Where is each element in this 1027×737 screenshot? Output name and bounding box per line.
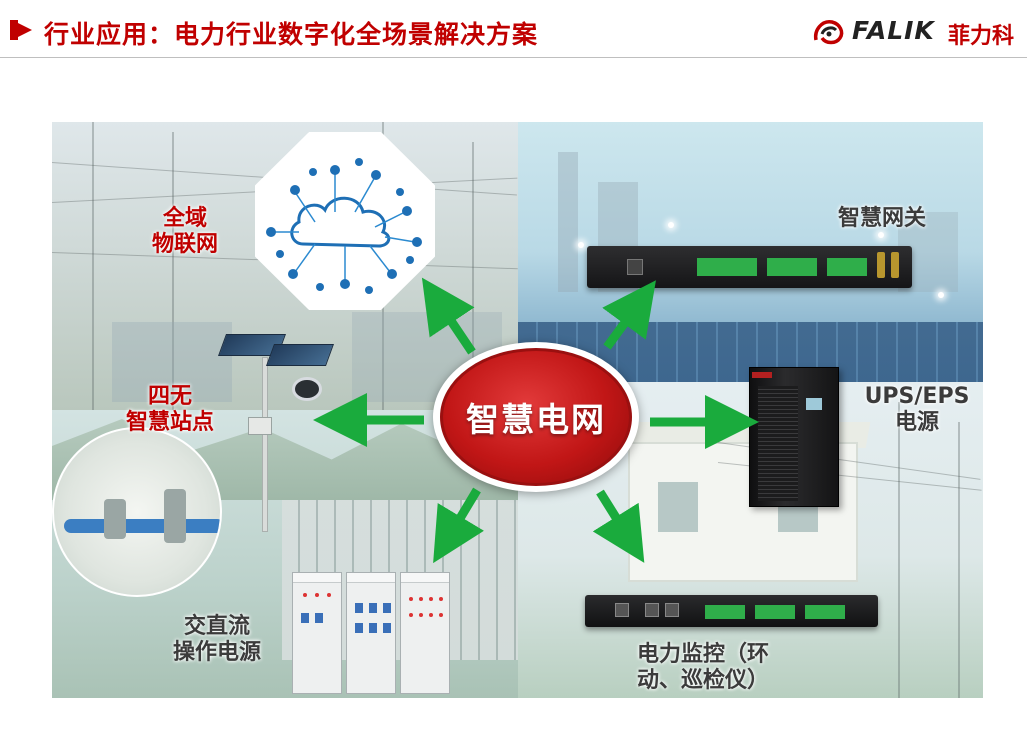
logo-wordmark: FALIK bbox=[852, 16, 935, 45]
header-divider bbox=[0, 57, 1027, 58]
cloud-icon bbox=[266, 158, 422, 294]
smart-grid-scene: 智慧电网 全域 物联网 四无 智慧站点 交直流 操作电源 智慧网关 UPS/EP… bbox=[52, 122, 983, 698]
smart-gateway-device bbox=[587, 246, 912, 288]
power-cabinet bbox=[346, 572, 396, 694]
center-node bbox=[440, 348, 632, 486]
power-cabinet bbox=[400, 572, 450, 694]
title-marker-arrow bbox=[12, 20, 32, 40]
control-box bbox=[248, 417, 272, 435]
label-iot: 全域 物联网 bbox=[151, 206, 218, 258]
camera-icon bbox=[292, 377, 322, 401]
iot-cloud-graphic bbox=[255, 132, 435, 310]
brand-logo: FALIK 菲力科 bbox=[812, 14, 1022, 49]
camera-pole bbox=[262, 357, 268, 532]
label-gateway: 智慧网关 bbox=[837, 206, 926, 231]
ups-cabinet-device bbox=[749, 367, 839, 507]
page-header: 行业应用：电力行业数字化全场景解决方案 FALIK 菲力科 bbox=[0, 0, 1027, 58]
label-station: 四无 智慧站点 bbox=[125, 384, 214, 436]
power-monitor-device bbox=[585, 595, 878, 627]
logo-icon bbox=[813, 20, 844, 45]
valve-station-inset bbox=[52, 427, 222, 597]
label-ups: UPS/EPS 电源 bbox=[864, 384, 970, 436]
page-title: 行业应用：电力行业数字化全场景解决方案 bbox=[44, 20, 539, 49]
power-cabinet bbox=[292, 572, 342, 694]
logo-chinese-name: 菲力科 bbox=[948, 24, 1015, 49]
center-label: 智慧电网 bbox=[466, 400, 606, 439]
label-acdc: 交直流 操作电源 bbox=[172, 614, 261, 666]
solar-panel bbox=[265, 344, 335, 366]
label-monitor: 电力监控（环 动、巡检仪） bbox=[637, 642, 770, 694]
